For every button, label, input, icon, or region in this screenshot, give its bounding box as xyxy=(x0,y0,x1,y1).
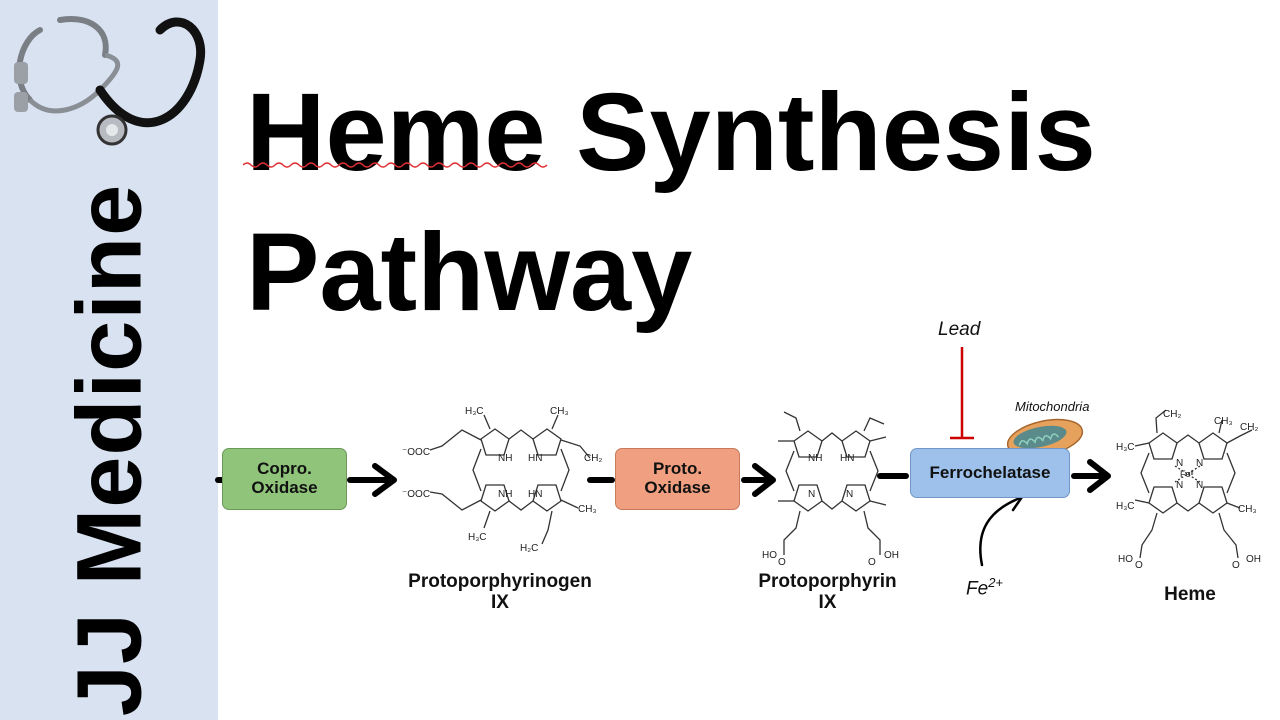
proto-oxidase-label: Proto. Oxidase xyxy=(644,459,711,497)
svg-text:OH: OH xyxy=(884,550,899,561)
svg-text:NH: NH xyxy=(498,489,512,500)
title-line-2: Pathway xyxy=(246,211,693,334)
iron-symbol: Fe xyxy=(966,578,989,600)
ferrochelatase-box: Ferrochelatase xyxy=(910,448,1070,498)
svg-text:H₃C: H₃C xyxy=(465,406,484,417)
iron-arrow xyxy=(979,492,1024,567)
mitochondria-icon xyxy=(1006,418,1084,458)
svg-text:H₃C: H₃C xyxy=(1116,442,1135,453)
flow-arrow-3 xyxy=(587,463,776,497)
svg-text:HO: HO xyxy=(762,550,777,561)
iron-charge: 2+ xyxy=(988,575,1004,590)
heme-structure: CH₂ CH₃ CH₂ H₃C H₃C CH₃ N N N N Feᴵᴵ HO … xyxy=(1116,409,1261,571)
svg-text:Feᴵᴵ: Feᴵᴵ xyxy=(1180,469,1194,479)
svg-text:H₃C: H₃C xyxy=(1116,501,1135,512)
svg-text:O: O xyxy=(778,557,786,568)
protoporphyrinogen-label: Protoporphyrinogen IX xyxy=(408,571,592,613)
svg-text:N: N xyxy=(1196,480,1203,491)
svg-text:⁻OOC: ⁻OOC xyxy=(402,489,430,500)
svg-text:NH: NH xyxy=(498,453,512,464)
svg-text:N: N xyxy=(846,489,853,500)
protoporphyrinogen-structure: H₃C CH₃ CH₂ ⁻OOC ⁻OOC CH₃ H₃C H₂C NH HN … xyxy=(402,406,602,554)
lead-inhibition-line xyxy=(950,347,974,440)
svg-text:HN: HN xyxy=(528,453,542,464)
copro-oxidase-label: Copro. Oxidase xyxy=(251,459,318,497)
spellcheck-underline xyxy=(243,162,548,168)
svg-text:N: N xyxy=(1176,480,1183,491)
svg-text:CH₃: CH₃ xyxy=(578,504,597,515)
svg-text:CH₂: CH₂ xyxy=(584,453,602,464)
svg-text:HN: HN xyxy=(528,489,542,500)
svg-text:HN: HN xyxy=(840,453,854,464)
svg-text:CH₂: CH₂ xyxy=(1240,422,1258,433)
iron-label: Fe2+ xyxy=(966,575,1003,600)
svg-text:O: O xyxy=(1135,560,1143,571)
copro-oxidase-box: Copro. Oxidase xyxy=(222,448,347,510)
svg-text:N: N xyxy=(1196,458,1203,469)
svg-text:N: N xyxy=(808,489,815,500)
svg-text:O: O xyxy=(868,557,876,568)
svg-text:H₂C: H₂C xyxy=(520,543,538,554)
protoporphyrin-label: Protoporphyrin IX xyxy=(758,571,897,613)
svg-text:N: N xyxy=(1176,458,1183,469)
protoporphyrin-structure: NH HN N N HO O O OH xyxy=(762,411,899,568)
lead-label: Lead xyxy=(938,319,981,340)
svg-text:CH₃: CH₃ xyxy=(550,406,569,417)
heme-label: Heme xyxy=(1164,584,1216,605)
svg-text:CH₃: CH₃ xyxy=(1238,504,1257,515)
svg-text:H₃C: H₃C xyxy=(468,532,487,543)
stethoscope-icon xyxy=(14,16,206,146)
mitochondria-label: Mitochondria xyxy=(1015,399,1090,414)
flow-arrow-4 xyxy=(877,459,1111,493)
svg-text:O: O xyxy=(1232,560,1240,571)
title-line-1: Heme Synthesis xyxy=(246,71,1096,194)
proto-oxidase-box: Proto. Oxidase xyxy=(615,448,740,510)
svg-text:NH: NH xyxy=(808,453,822,464)
ferrochelatase-label: Ferrochelatase xyxy=(929,462,1051,482)
svg-text:CH₃: CH₃ xyxy=(1214,416,1233,427)
svg-text:CH₂: CH₂ xyxy=(1163,409,1181,420)
svg-text:OH: OH xyxy=(1246,554,1261,565)
flow-arrow-2 xyxy=(347,463,397,497)
svg-text:⁻OOC: ⁻OOC xyxy=(402,447,430,458)
svg-text:HO: HO xyxy=(1118,554,1133,565)
